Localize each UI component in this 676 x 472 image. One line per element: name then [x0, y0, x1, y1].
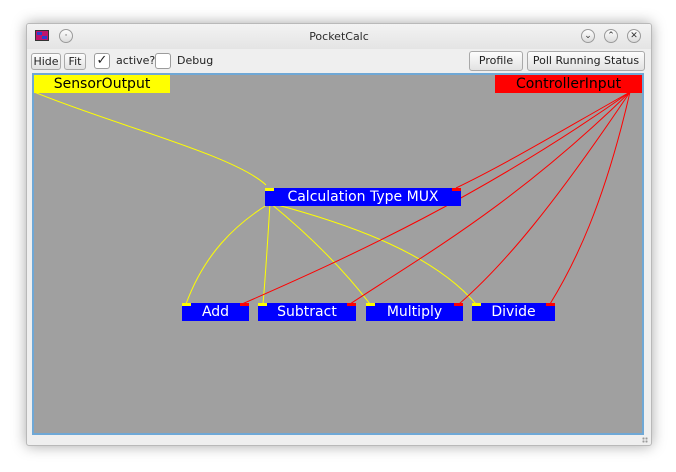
multiply-label: Multiply [386, 304, 443, 320]
mux-control-port[interactable] [452, 188, 461, 191]
node-divide[interactable]: Divide [472, 303, 555, 321]
subtract-label: Subtract [277, 304, 337, 320]
wire-mux-to-add [185, 202, 271, 305]
close-icon[interactable]: ✕ [627, 29, 641, 43]
subtract-data-port[interactable] [258, 303, 267, 306]
wire-controller-to-add [241, 91, 631, 305]
subtract-control-port[interactable] [347, 303, 356, 306]
add-data-port[interactable] [182, 303, 191, 306]
active-checkbox[interactable]: ✓ [94, 53, 110, 69]
node-subtract[interactable]: Subtract [258, 303, 356, 321]
wire-mux-to-divide [269, 202, 477, 305]
wire-mux-to-multiply [269, 202, 371, 305]
wire-controller-to-subtract [349, 91, 631, 305]
wire-controller-to-mux [455, 91, 631, 189]
debug-checkbox[interactable] [155, 53, 171, 69]
fit-button[interactable]: Fit [64, 53, 86, 70]
wire-sensor-to-mux [34, 91, 267, 186]
add-label: Add [201, 304, 230, 320]
node-sensor-output[interactable]: SensorOutput [34, 75, 170, 93]
divide-data-port[interactable] [472, 303, 481, 306]
node-controller-input[interactable]: ControllerInput [495, 75, 642, 93]
multiply-data-port[interactable] [366, 303, 375, 306]
checkmark-icon: ✓ [96, 53, 108, 68]
wire-mux-to-subtract [262, 202, 271, 305]
multiply-control-port[interactable] [454, 303, 463, 306]
add-control-port[interactable] [240, 303, 249, 306]
divide-label: Divide [491, 304, 536, 320]
graph-canvas[interactable]: SensorOutput ControllerInput Calculation… [32, 73, 644, 435]
menu-dot-icon[interactable]: · [59, 29, 73, 43]
node-multiply[interactable]: Multiply [366, 303, 463, 321]
profile-button[interactable]: Profile [469, 51, 523, 71]
chevron-up-icon[interactable]: ⌃ [604, 29, 618, 43]
title-bar[interactable]: · PocketCalc ⌄ ⌃ ✕ [27, 24, 651, 49]
app-icon[interactable] [35, 30, 49, 41]
divide-control-port[interactable] [546, 303, 555, 306]
resize-grip-icon[interactable] [642, 437, 648, 443]
wire-controller-to-multiply [458, 91, 631, 305]
wire-controller-to-divide [549, 91, 631, 305]
hide-button[interactable]: Hide [31, 53, 61, 70]
poll-running-status-button[interactable]: Poll Running Status [527, 51, 645, 71]
mux-label: Calculation Type MUX [287, 189, 439, 205]
mux-data-port[interactable] [265, 188, 274, 191]
pocketcalc-window: · PocketCalc ⌄ ⌃ ✕ Hide Fit ✓ active? De… [26, 23, 652, 446]
debug-label: Debug [177, 54, 214, 67]
active-label: active? [116, 54, 156, 67]
node-calculation-type-mux[interactable]: Calculation Type MUX [265, 188, 461, 206]
connection-wires [34, 91, 631, 305]
node-add[interactable]: Add [182, 303, 249, 321]
window-title: PocketCalc [309, 30, 369, 43]
toolbar: Hide Fit ✓ active? Debug Profile Poll Ru… [27, 49, 651, 73]
chevron-down-icon[interactable]: ⌄ [581, 29, 595, 43]
